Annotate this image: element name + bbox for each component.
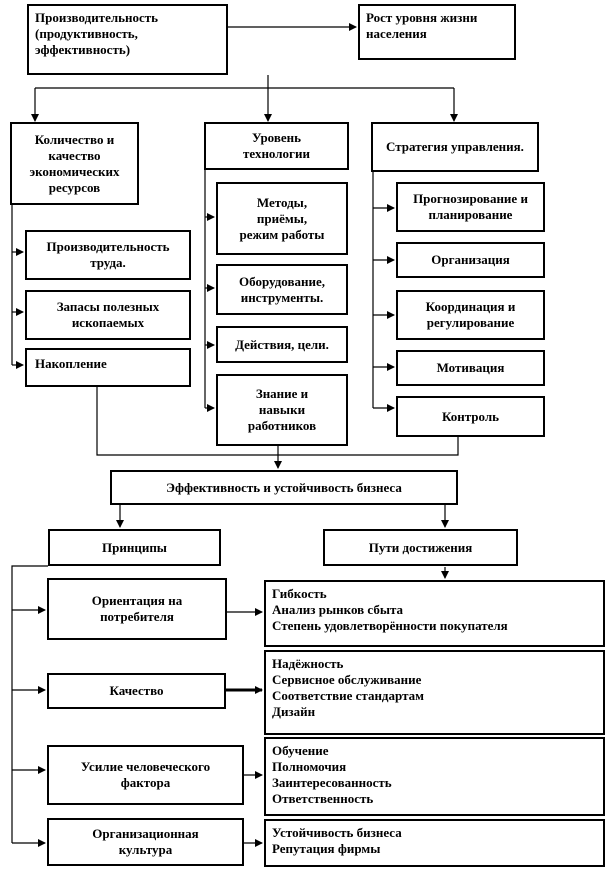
ways-group-training: Обучение Полномочия Заинтересованность О… <box>264 737 605 816</box>
ways-item: Дизайн <box>272 704 316 719</box>
ways-item: Ответственность <box>272 791 374 806</box>
center-efficiency-box: Эффективность и устойчивость бизнеса <box>110 470 458 505</box>
principle-quality: Качество <box>47 673 226 709</box>
principle-org-culture: Организационная культура <box>47 818 244 866</box>
ways-item: Полномочия <box>272 759 347 774</box>
ways-group-sustainability: Устойчивость бизнеса Репутация фирмы <box>264 819 605 867</box>
ways-item: Заинтересованность <box>272 775 392 790</box>
ways-item: Устойчивость бизнеса <box>272 825 402 840</box>
resources-item-accumulation: Накопление <box>25 348 191 387</box>
principle-customer-orientation: Ориентация на потребителя <box>47 578 227 640</box>
resources-title-box: Количество и качество экономических ресу… <box>10 122 139 205</box>
ways-group-reliability: Надёжность Сервисное обслуживание Соотве… <box>264 650 605 735</box>
ways-item: Анализ рынков сбыта <box>272 602 404 617</box>
ways-item: Гибкость <box>272 586 327 601</box>
living-standard-box: Рост уровня жизни населения <box>358 4 516 60</box>
resources-item-labor-productivity: Производительность труда. <box>25 230 191 280</box>
ways-item: Степень удовлетворённости покупателя <box>272 618 508 633</box>
strategy-item-coordination: Координация и регулирование <box>396 290 545 340</box>
ways-item: Надёжность <box>272 656 344 671</box>
principle-human-factor: Усилие человеческого фактора <box>47 745 244 805</box>
technology-title-box: Уровень технологии <box>204 122 349 170</box>
resources-item-minerals: Запасы полезных ископаемых <box>25 290 191 340</box>
principles-spine <box>11 565 48 843</box>
strategy-title-box: Стратегия управления. <box>371 122 539 172</box>
ways-group-flexibility: Гибкость Анализ рынков сбыта Степень удо… <box>264 580 605 647</box>
productivity-box: Производительность (продуктивность, эффе… <box>27 4 228 75</box>
ways-title-box: Пути достижения <box>323 529 518 566</box>
strategy-item-motivation: Мотивация <box>396 350 545 386</box>
ways-item: Обучение <box>272 743 329 758</box>
strategy-item-forecasting: Прогнозирование и планирование <box>396 182 545 232</box>
strategy-item-control: Контроль <box>396 396 545 437</box>
technology-item-equipment: Оборудование, инструменты. <box>216 264 348 315</box>
technology-item-methods: Методы, приёмы, режим работы <box>216 182 348 255</box>
ways-item: Соответствие стандартам <box>272 688 424 703</box>
technology-item-actions: Действия, цели. <box>216 326 348 363</box>
principles-title-box: Принципы <box>48 529 221 566</box>
technology-item-knowledge: Знание и навыки работников <box>216 374 348 446</box>
ways-item: Репутация фирмы <box>272 841 381 856</box>
ways-item: Сервисное обслуживание <box>272 672 422 687</box>
strategy-item-organization: Организация <box>396 242 545 278</box>
